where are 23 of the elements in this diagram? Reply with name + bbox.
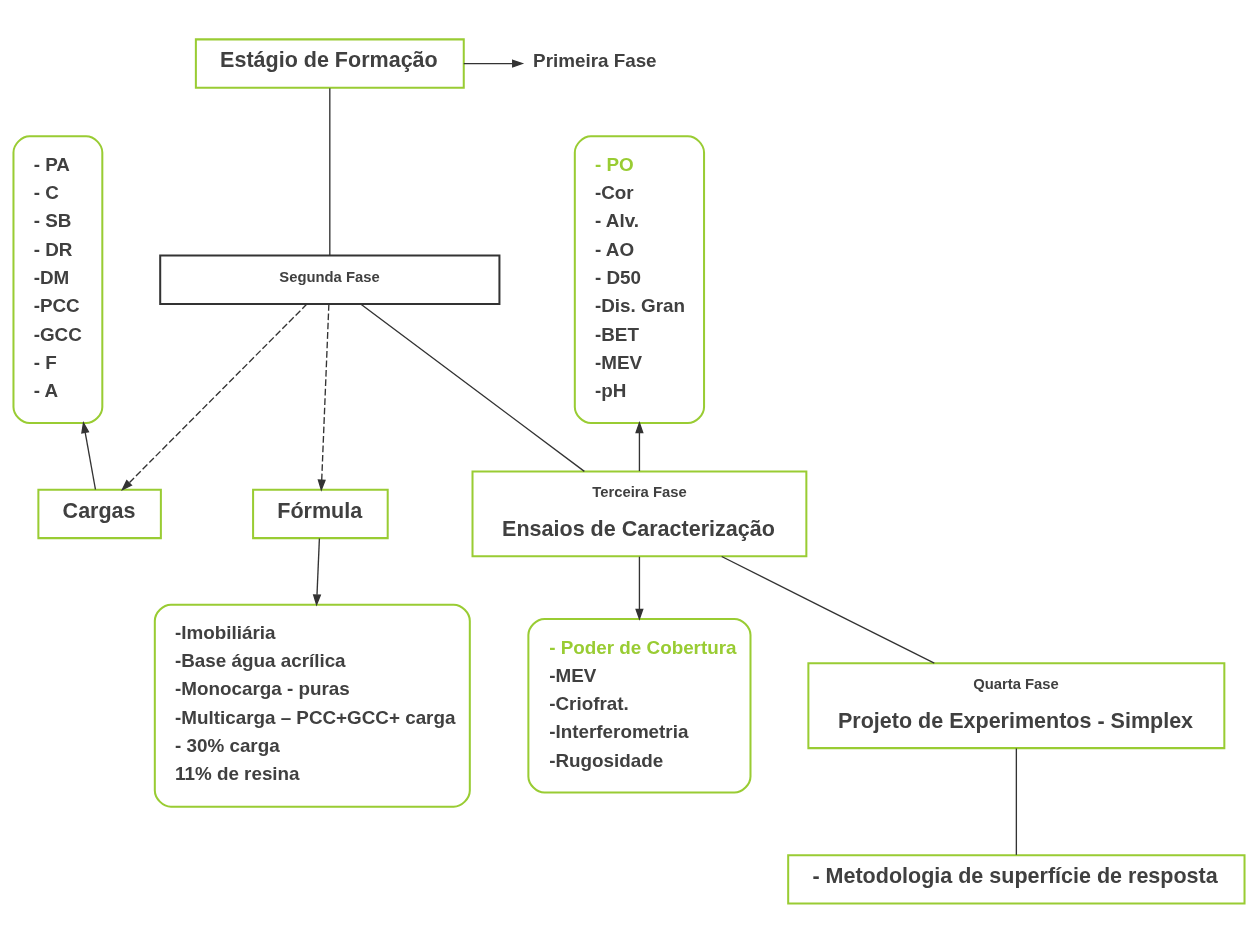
node-box: Quarta Fase Projeto de Experimentos - Simplex xyxy=(807,661,1226,749)
node-box: -Imobiliária -Base água acrílica -Monocarga - puras -Multicarga – PCC+GCC+ carga - 30% carga 11% de resina xyxy=(153,603,471,808)
connector xyxy=(329,87,331,256)
connector xyxy=(721,555,935,664)
node-box: Fórmula xyxy=(252,488,389,539)
arrow xyxy=(635,555,644,621)
node-box: Terceira Fase Ensaios de Caracterização xyxy=(471,470,808,557)
node-box: - PO -Cor - Alv. - AO - D50 -Dis. Gran -BET -MEV -pH xyxy=(573,134,706,424)
node-box: Cargas xyxy=(37,488,162,539)
connector xyxy=(359,302,586,472)
node-text: Primeira Fase xyxy=(533,49,657,71)
arrow xyxy=(312,537,322,607)
node-box: Estágio de Formação xyxy=(194,37,465,89)
arrow xyxy=(463,58,525,68)
node-box: - Poder de Cobertura -MEV -Criofrat. -Interferometria -Rugosidade xyxy=(527,617,752,794)
node-box: - PA - C - SB - DR -DM -PCC -GCC - F - A xyxy=(12,134,104,424)
node-box: - Metodologia de superfície de resposta xyxy=(787,853,1246,905)
connector xyxy=(1015,747,1018,856)
node-box: Segunda Fase xyxy=(159,253,501,305)
arrow xyxy=(317,302,330,492)
arrow xyxy=(121,302,308,491)
arrow xyxy=(81,420,97,490)
arrow xyxy=(635,420,644,472)
